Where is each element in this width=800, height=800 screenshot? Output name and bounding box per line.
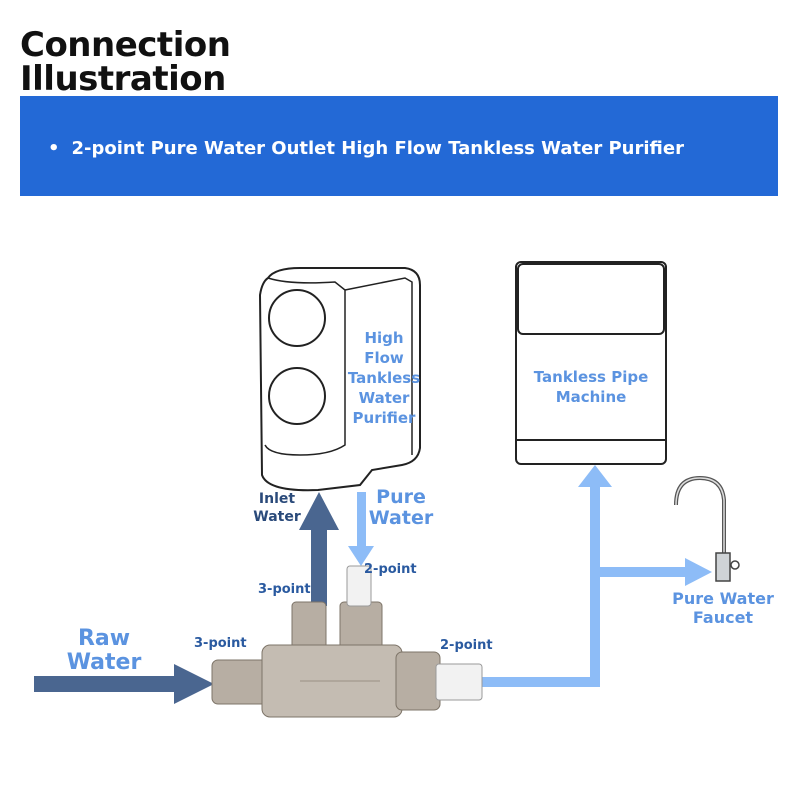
raw-water-label: Raw Water <box>58 627 150 675</box>
faucet-label-line-1: Pure Water <box>672 589 774 608</box>
purifier-filter-bottom <box>268 367 326 425</box>
pure-water-label: Pure Water <box>362 487 440 529</box>
purifier-unit <box>258 267 421 492</box>
machine-label-line-1: Tankless Pipe <box>533 368 649 386</box>
inlet-water-arrow <box>299 492 339 606</box>
title-line-1: Connection <box>20 25 231 65</box>
manifold-fitting <box>211 565 483 718</box>
banner-bullet: • <box>48 138 60 159</box>
pure-water-label-line-1: Pure <box>376 486 426 508</box>
pure-water-label-line-2: Water <box>368 507 434 529</box>
inlet-water-label-line-1: Inlet <box>258 491 296 507</box>
pure-water-arrow <box>348 492 374 566</box>
faucet-label: Pure Water Faucet <box>664 589 782 627</box>
outlet-pipe-arrow <box>478 465 712 687</box>
three-point-label-top: 3-point <box>258 582 311 597</box>
inlet-water-label-line-2: Water <box>253 509 301 525</box>
purifier-label-line-5: Purifier <box>352 409 416 427</box>
banner <box>20 96 778 196</box>
title-line-2: Illustration <box>20 59 226 99</box>
purifier-filter-top <box>268 289 326 347</box>
banner-text: • 2-point Pure Water Outlet High Flow Tan… <box>48 138 684 159</box>
purifier-label-line-4: Water <box>358 389 410 407</box>
raw-water-label-line-1: Raw <box>77 626 131 651</box>
purifier-label: High Flow Tankless Water Purifier <box>346 328 422 428</box>
purifier-label-line-3: Tankless <box>347 369 421 387</box>
purifier-label-line-2: Flow <box>364 349 404 367</box>
two-point-label-top: 2-point <box>364 562 417 577</box>
machine-label: Tankless Pipe Machine <box>520 367 662 407</box>
tankless-machine <box>515 261 667 465</box>
purifier-label-line-1: High <box>364 329 404 347</box>
raw-water-label-line-2: Water <box>66 650 142 675</box>
raw-water-arrow <box>34 664 214 704</box>
page-title: Connection Illustration <box>20 25 231 99</box>
faucet-label-line-2: Faucet <box>692 608 754 627</box>
inlet-water-label: Inlet Water <box>248 490 306 526</box>
machine-label-line-2: Machine <box>555 388 627 406</box>
two-point-label-side: 2-point <box>440 638 493 653</box>
three-point-label-side: 3-point <box>194 636 247 651</box>
faucet <box>674 475 740 582</box>
banner-label: 2-point Pure Water Outlet High Flow Tank… <box>71 138 684 159</box>
